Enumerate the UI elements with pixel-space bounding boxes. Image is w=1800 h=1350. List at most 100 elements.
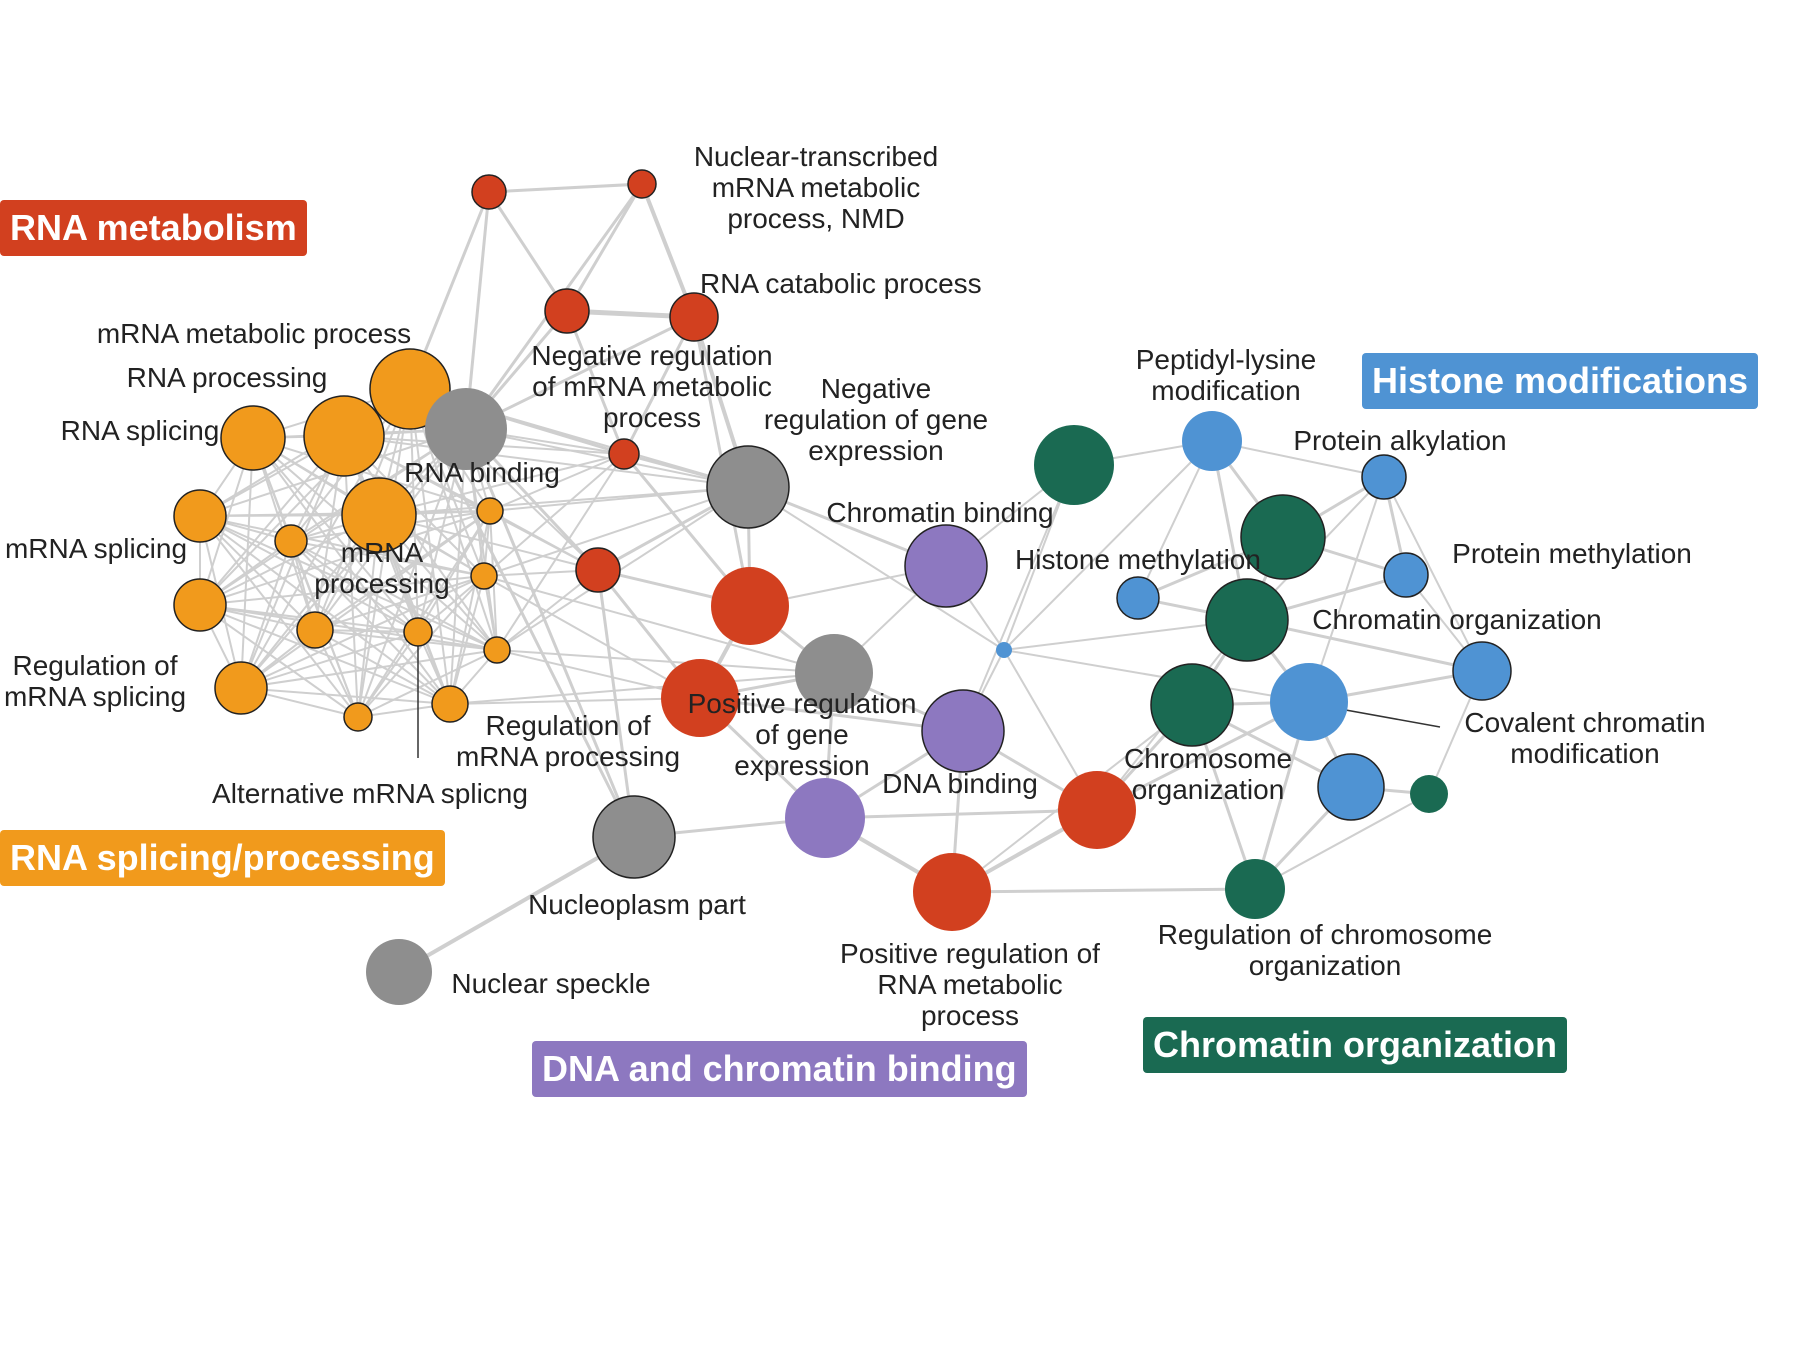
- node-label-chromatin-binding: Chromatin binding: [826, 497, 1053, 528]
- network-edge: [496, 649, 835, 674]
- network-edge: [357, 428, 467, 718]
- node-label-line: process: [921, 1000, 1019, 1031]
- node-label-line: mRNA splicing: [5, 533, 187, 564]
- node-label-nuclear-speckle: Nuclear speckle: [451, 968, 650, 999]
- node-label-line: process: [603, 402, 701, 433]
- node-label-line: Chromosome: [1124, 743, 1292, 774]
- network-node-histone: [1270, 663, 1348, 741]
- network-edge: [343, 435, 498, 651]
- network-node-rna-metabolism: [627, 169, 657, 199]
- network-node-rna-splicing: [173, 489, 227, 543]
- node-label-line: Chromatin binding: [826, 497, 1053, 528]
- network-node-rna-splicing: [296, 611, 334, 649]
- network-edge: [1254, 793, 1430, 890]
- node-label-line: Regulation of: [12, 650, 177, 681]
- network-edge: [199, 604, 359, 718]
- network-edge: [240, 575, 485, 689]
- network-edge: [962, 464, 1075, 732]
- network-node-rna-splicing: [173, 578, 227, 632]
- network-node-grey: [706, 445, 790, 529]
- network-edge: [449, 575, 485, 705]
- network-edge: [378, 486, 749, 516]
- network-edge: [357, 649, 498, 718]
- network-edge: [489, 486, 749, 512]
- network-edge: [1003, 440, 1213, 651]
- network-edge: [622, 315, 696, 456]
- node-label-line: Nuclear speckle: [451, 968, 650, 999]
- node-label-line: Protein methylation: [1452, 538, 1692, 569]
- network-node-rna-metabolism: [661, 659, 739, 737]
- network-node-histone: [1116, 576, 1160, 620]
- network-edge: [240, 687, 451, 705]
- node-label-line: modification: [1510, 738, 1659, 769]
- network-edge: [199, 515, 316, 631]
- network-edge: [449, 697, 701, 705]
- node-label-line: organization: [1132, 774, 1285, 805]
- node-label-line: Nuclear-transcribed: [694, 141, 938, 172]
- node-label-line: RNA catabolic process: [700, 268, 982, 299]
- node-label-line: Negative regulation: [531, 340, 772, 371]
- network-edge: [565, 182, 644, 313]
- cluster-tag-histone-modifications: Histone modifications: [1362, 353, 1759, 409]
- network-node-rna-splicing: [470, 562, 498, 590]
- node-label-line: expression: [734, 750, 869, 781]
- network-node-rna-splicing: [274, 524, 308, 558]
- network-edge: [357, 575, 485, 718]
- network-node-chromatin: [1150, 663, 1234, 747]
- network-edge: [409, 388, 498, 651]
- node-label-line: expression: [808, 435, 943, 466]
- node-label-rna-processing: RNA processing: [127, 362, 328, 393]
- network-node-chromatin: [1225, 859, 1285, 919]
- network-edge: [199, 575, 485, 606]
- network-edge: [240, 631, 419, 689]
- network-edge: [483, 575, 701, 699]
- network-node-histone: [1361, 454, 1407, 500]
- network-node-rna-splicing: [303, 395, 385, 477]
- network-edge: [240, 428, 467, 689]
- network-node-histone: [996, 642, 1012, 658]
- cluster-tag-rna-metabolism: RNA metabolism: [0, 200, 307, 256]
- node-label-line: organization: [1249, 950, 1402, 981]
- node-label-alt-splicing: Alternative mRNA splicng: [212, 778, 528, 809]
- node-label-line: Regulation of chromosome: [1158, 919, 1493, 950]
- network-node-grey: [592, 795, 676, 879]
- node-label-dna-binding: DNA binding: [882, 768, 1038, 799]
- network-edge: [464, 427, 636, 839]
- network-node-rna-splicing: [220, 405, 286, 471]
- network-edge: [240, 649, 498, 689]
- node-label-protein-alkylation: Protein alkylation: [1293, 425, 1506, 456]
- node-label-line: Positive regulation: [688, 688, 917, 719]
- network-edge: [1003, 649, 1310, 703]
- network-edge: [496, 486, 749, 651]
- network-node-rna-metabolism: [608, 438, 640, 470]
- network-node-histone: [1452, 641, 1512, 701]
- node-label-mrna-splicing: mRNA splicing: [5, 533, 187, 564]
- node-label-line: RNA splicing: [61, 415, 220, 446]
- node-label-line: Peptidyl-lysine: [1136, 344, 1317, 375]
- network-node-rna-metabolism: [1058, 771, 1136, 849]
- network-node-dna-binding: [921, 689, 1005, 773]
- node-label-line: of mRNA metabolic: [532, 371, 772, 402]
- network-edge: [449, 672, 835, 705]
- network-node-chromatin: [1034, 425, 1114, 505]
- network-node-rna-splicing: [214, 661, 268, 715]
- network-node-rna-metabolism: [913, 853, 991, 931]
- cluster-tag-chromatin-organization: Chromatin organization: [1143, 1017, 1567, 1073]
- network-edge: [252, 437, 451, 705]
- network-edge: [199, 604, 451, 705]
- node-label-line: modification: [1151, 375, 1300, 406]
- network-edge: [449, 428, 467, 705]
- node-label-histone-methylation: Histone methylation: [1015, 544, 1261, 575]
- network-edge: [343, 435, 749, 488]
- network-edge: [290, 540, 451, 705]
